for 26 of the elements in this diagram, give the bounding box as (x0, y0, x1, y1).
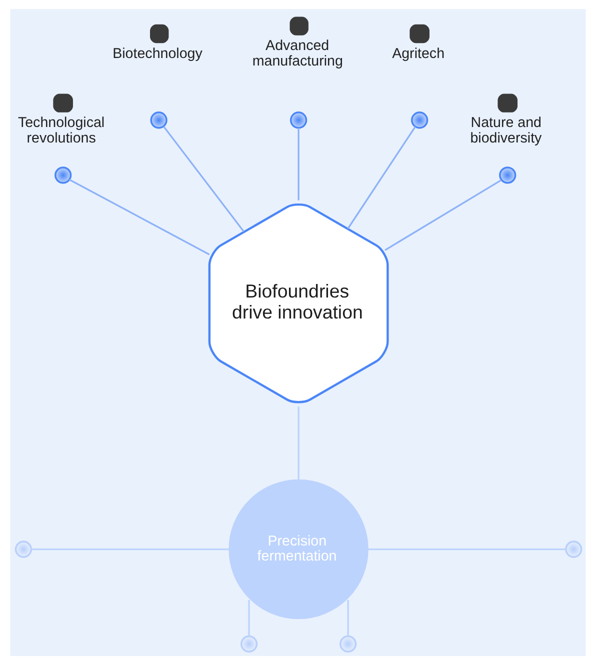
connector (368, 548, 566, 550)
node-label: Agritech (392, 45, 445, 62)
node-circle (54, 166, 72, 184)
connector (163, 126, 244, 232)
node-circle (411, 111, 428, 128)
node-label: Technological revolutions (18, 114, 105, 146)
node-circle: Biofoundries drive innovation (208, 202, 389, 403)
node-label: Advanced manufacturing (252, 38, 343, 70)
connector (384, 178, 502, 250)
node-circle (565, 540, 582, 558)
node-circle (499, 166, 516, 184)
connector (347, 599, 349, 636)
node-circle: Precision fermentation (228, 478, 368, 619)
node-circle (240, 634, 258, 652)
node-label: Nature and biodiversity (470, 114, 542, 146)
connector (298, 128, 300, 200)
node-circle (339, 634, 357, 652)
node-circle (14, 540, 32, 558)
connector (32, 548, 230, 550)
node-label: Biotechnology (112, 45, 202, 62)
connector (68, 178, 210, 255)
node-circle (290, 111, 308, 128)
connector (248, 599, 250, 636)
connector (298, 406, 300, 480)
connector (347, 126, 416, 229)
node-circle (150, 111, 168, 128)
